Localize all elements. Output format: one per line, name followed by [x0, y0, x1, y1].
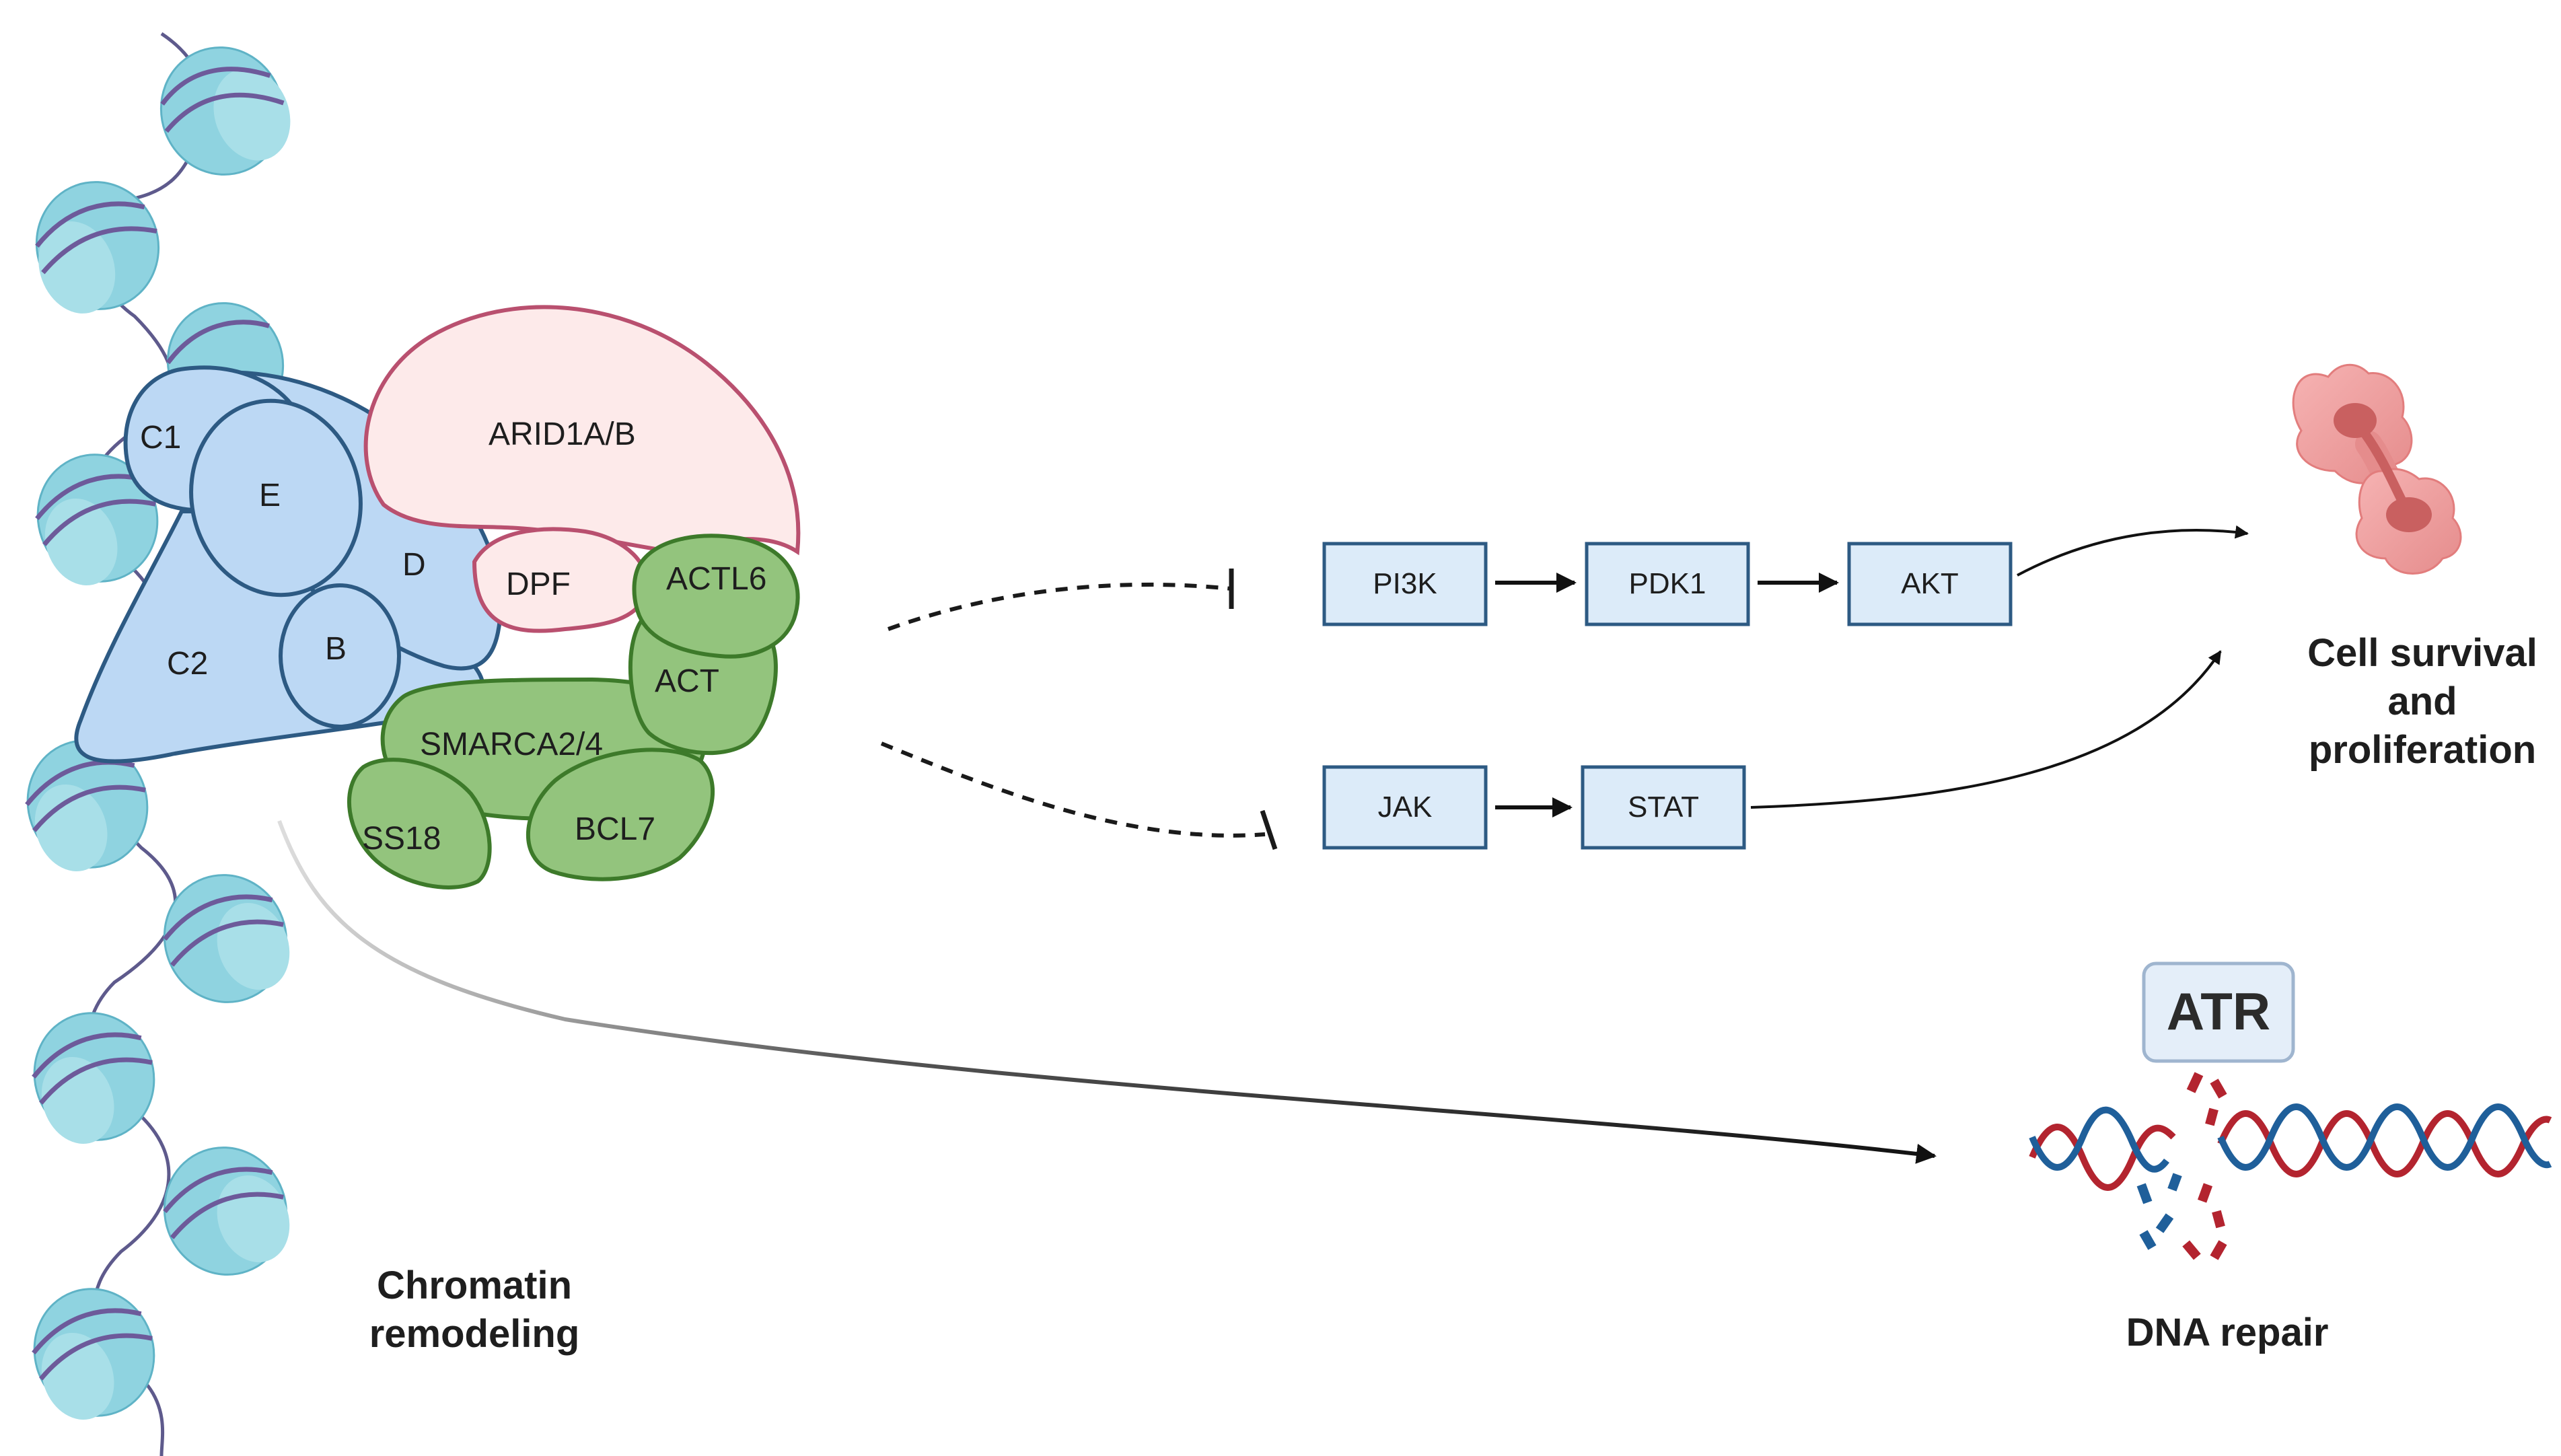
- subunit-act-label: ACT: [655, 663, 719, 699]
- chromatin-remodeling-line-2: remodeling: [369, 1312, 580, 1356]
- subunit-b-label: B: [325, 631, 347, 667]
- akt-label: AKT: [1901, 567, 1959, 600]
- inhibition-line-pi3k: [887, 582, 1232, 631]
- subunit-ss18-label: SS18: [362, 821, 441, 857]
- arrow-stat-survival: [1750, 650, 2222, 809]
- subunit-actl6-shape: [632, 534, 800, 659]
- inhibition-bar-jak: [1260, 809, 1278, 850]
- pi3k-box: [1322, 542, 1488, 626]
- dna-double-helix-icon: [2029, 1072, 2552, 1260]
- cell-survival-line-3: proliferation: [2309, 728, 2536, 772]
- stat-label: STAT: [1628, 791, 1699, 824]
- nucleosome: [35, 181, 160, 314]
- subunit-arid-label: ARID1A/B: [489, 416, 636, 452]
- nucleosome: [35, 453, 159, 585]
- subunit-b-shape: [279, 583, 401, 729]
- subunit-dpf-label: DPF: [506, 567, 571, 602]
- jak-box: [1322, 765, 1488, 850]
- arrow-akt-survival: [2017, 525, 2249, 577]
- nucleosome: [25, 739, 149, 871]
- subunit-e-label: E: [259, 478, 281, 513]
- nucleosome: [159, 46, 291, 176]
- akt-box: [1847, 542, 2013, 626]
- atr-label: ATR: [2167, 982, 2271, 1041]
- subunit-c2-label: C2: [167, 646, 208, 682]
- subunit-d-label: D: [402, 547, 426, 583]
- subunit-ss18-shape: [347, 758, 492, 889]
- dna-repair-label: DNA repair: [2126, 1311, 2329, 1354]
- dividing-cell-icon: [2292, 363, 2462, 575]
- inhibition-arrows: [880, 569, 1278, 850]
- pi3k-label: PI3K: [1373, 567, 1437, 600]
- subunit-c1-label: C1: [140, 420, 181, 456]
- pathway: PI3K PDK1 AKT JAK STAT: [1322, 525, 2249, 850]
- subunit-bcl7-label: BCL7: [575, 811, 655, 847]
- stat-box: [1581, 765, 1746, 850]
- dna-break-fragments: [2136, 1072, 2227, 1260]
- swi-snf-complex: C1 E D C2 B ARID1A/B DPF ACTL6 ACT SMARC…: [74, 305, 801, 889]
- subunit-e-shape: [189, 398, 363, 597]
- nucleosome: [163, 874, 290, 1003]
- subunit-actl6-label: ACTL6: [666, 561, 766, 597]
- chromatin-remodeling-line-1: Chromatin: [377, 1264, 572, 1307]
- cell-survival-line-1: Cell survival: [2307, 631, 2537, 675]
- arrow-chromatin-dna-repair: [277, 820, 1937, 1164]
- nucleosome: [32, 1288, 155, 1420]
- chromatin-fiber: [25, 32, 291, 1456]
- cell-survival-line-2: and: [2387, 680, 2457, 723]
- nucleosome: [32, 1012, 155, 1144]
- nucleosome: [163, 1146, 290, 1276]
- inhibition-line-jak: [880, 741, 1266, 838]
- atr-badge: ATR: [2142, 961, 2295, 1063]
- pdk1-label: PDK1: [1629, 567, 1706, 600]
- subunit-smarca-label: SMARCA2/4: [420, 727, 603, 762]
- subunit-bcl7-shape: [526, 748, 715, 881]
- jak-label: JAK: [1378, 791, 1433, 824]
- pdk1-box: [1585, 542, 1750, 626]
